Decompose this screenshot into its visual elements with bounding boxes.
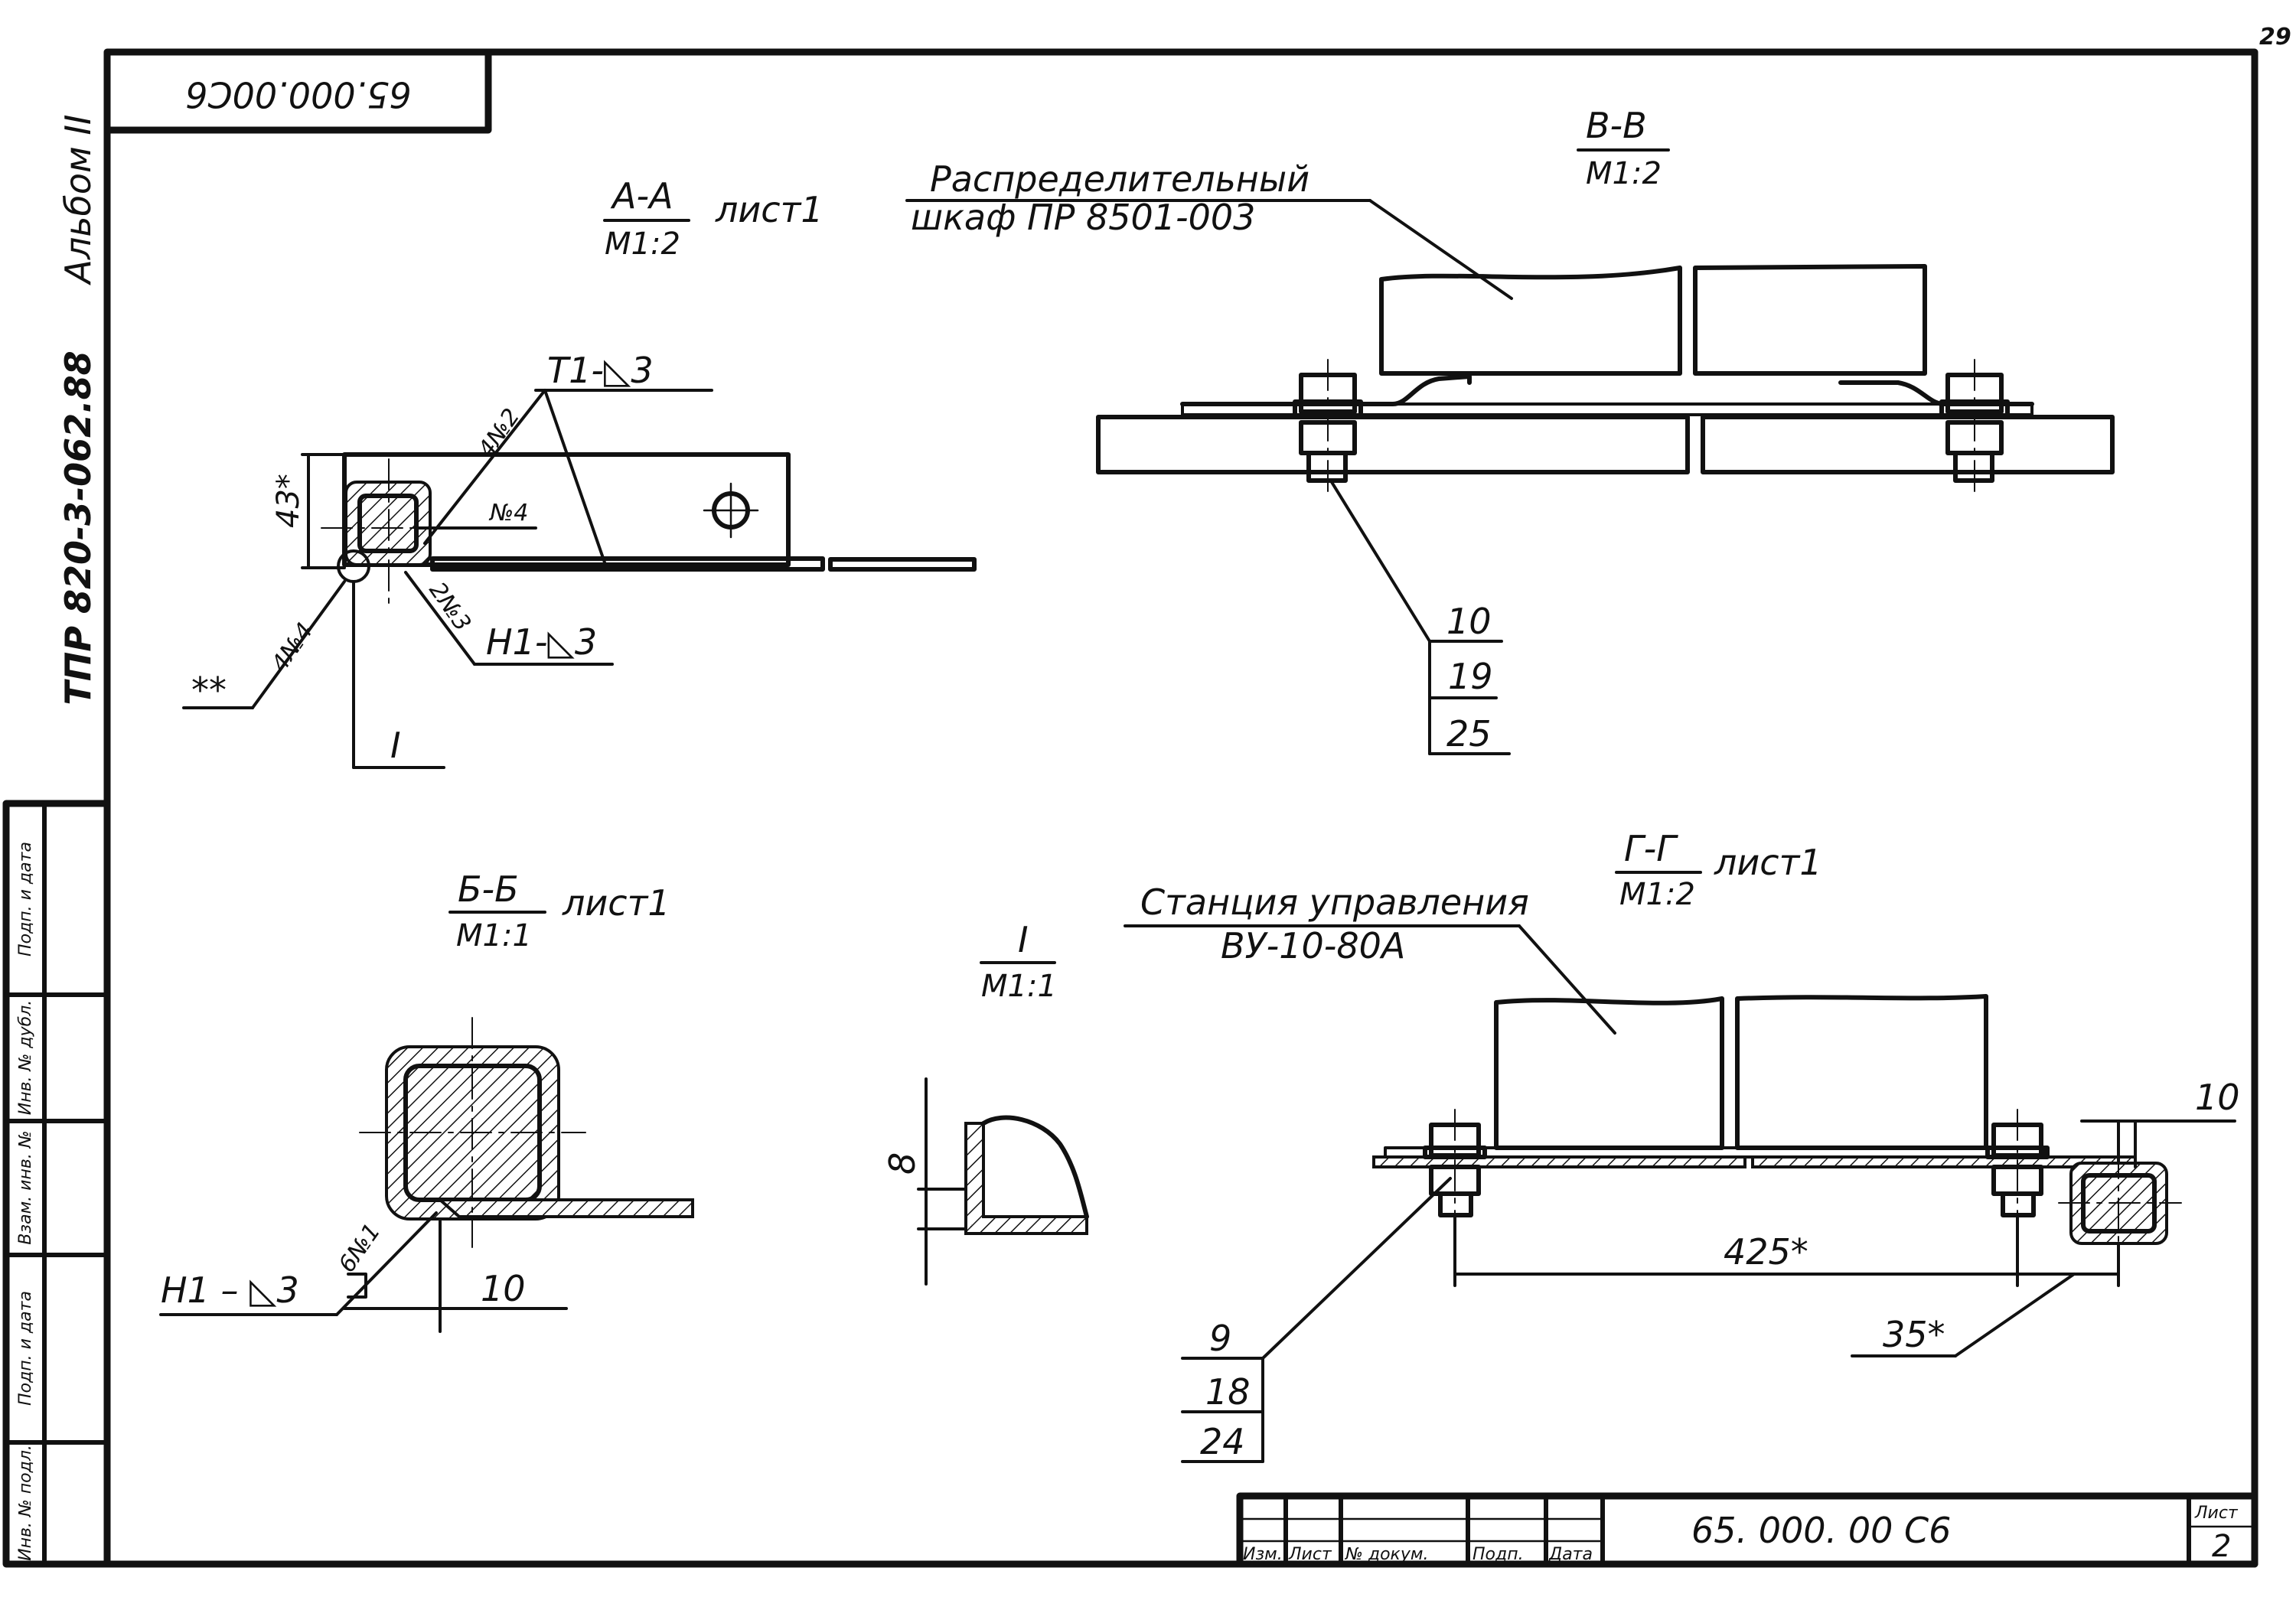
gg-callout-1: 9 [1209,1318,1231,1359]
bb-weld: Н1 – ◺3 [161,1269,299,1311]
side-field-2: Инв. № дубл. [16,1000,35,1116]
rotated-code-box: 65.000.00C6 [103,48,492,134]
side-field-5: Инв. № подл. [16,1445,35,1561]
vv-cabinet-line1: Распределительный [930,158,1309,200]
side-titles: Альбом II ТПР 820-3-062.88 [57,115,99,706]
detail-scale: М1:1 [981,969,1057,1004]
side-field-3: Взам. инв. № [16,1130,35,1244]
vv-callout-2: 19 [1448,656,1493,697]
bb-pos: 6№1 [334,1219,386,1278]
aa-title: А-А [610,175,673,217]
stamp-sheet-label: Лист [2194,1504,2239,1523]
bb-dim: 10 [481,1268,526,1309]
gg-dim-10: 10 [2195,1077,2240,1118]
stamp-header-doc: № докум. [1345,1545,1428,1564]
side-stamp: Подп. и дата Инв. № дубл. Взам. инв. № П… [2,800,111,1568]
aa-pos-4: №4 [488,500,528,526]
gg-dim-35: 35* [1883,1314,1945,1355]
vv-scale: М1:2 [1586,156,1662,191]
gg-station-line1: Станция управления [1140,882,1529,923]
section-vv: В-В М1:2 Распределительный шкаф ПР 8501-… [905,105,2115,755]
vv-callout-3: 25 [1446,713,1492,754]
aa-dim-height: 43* [271,474,306,528]
gg-station-line2: ВУ-10-80А [1221,925,1405,966]
stamp-header-izm: Изм. [1243,1545,1283,1564]
aa-detail-ref: I [390,725,401,766]
side-project: ТПР 820-3-062.88 [57,350,99,705]
gg-dim-425: 425* [1724,1231,1808,1273]
vv-cabinet-line2: шкаф ПР 8501-003 [911,197,1255,238]
detail-dim: 8 [882,1152,923,1175]
detail-i: I М1:1 8 [882,919,1089,1286]
gg-scale: М1:2 [1619,877,1695,912]
side-album: Альбом II [57,115,99,286]
gg-callout-3: 24 [1200,1421,1245,1462]
stamp-header-date: Дата [1548,1545,1593,1564]
sheet-frame: 29 [103,24,2291,1568]
bb-title: Б-Б [458,869,519,910]
aa-mark: ** [191,670,227,711]
side-field-1: Подп. и дата [16,842,35,957]
detail-title: I [1018,919,1029,960]
title-stamp: Изм. Лист № докум. Подп. Дата 65. 000. 0… [1236,1492,2258,1568]
side-field-4: Подп. и дата [16,1291,35,1406]
stamp-header-list: Лист [1288,1545,1332,1564]
section-bb: Б-Б М1:1 лист1 Н1 – ◺3 6№1 10 [159,869,694,1333]
stamp-header-sign: Подп. [1473,1545,1524,1564]
section-gg: Г-Г М1:2 лист1 Станция управления ВУ-10-… [1124,828,2240,1463]
aa-weld-top: Т1-◺3 [547,350,654,391]
stamp-doc-number: 65. 000. 00 С6 [1691,1510,1951,1551]
bb-scale: М1:1 [456,918,532,953]
aa-weld-bottom: Н1-◺3 [486,621,597,663]
vv-title: В-В [1586,105,1647,146]
rotated-code: 65.000.00C6 [185,74,412,116]
gg-ref: лист1 [1714,842,1822,883]
page-number: 29 [2259,24,2291,51]
gg-callout-2: 18 [1205,1371,1251,1413]
aa-ref: лист1 [715,189,823,230]
gg-title: Г-Г [1624,828,1678,869]
vv-callout-1: 10 [1446,601,1492,642]
aa-scale: М1:2 [605,227,680,262]
section-aa: А-А М1:2 лист1 43* Т1-◺3 4№2 №4 [182,175,977,769]
bb-ref: лист1 [562,882,670,924]
stamp-sheet-value: 2 [2212,1529,2231,1564]
